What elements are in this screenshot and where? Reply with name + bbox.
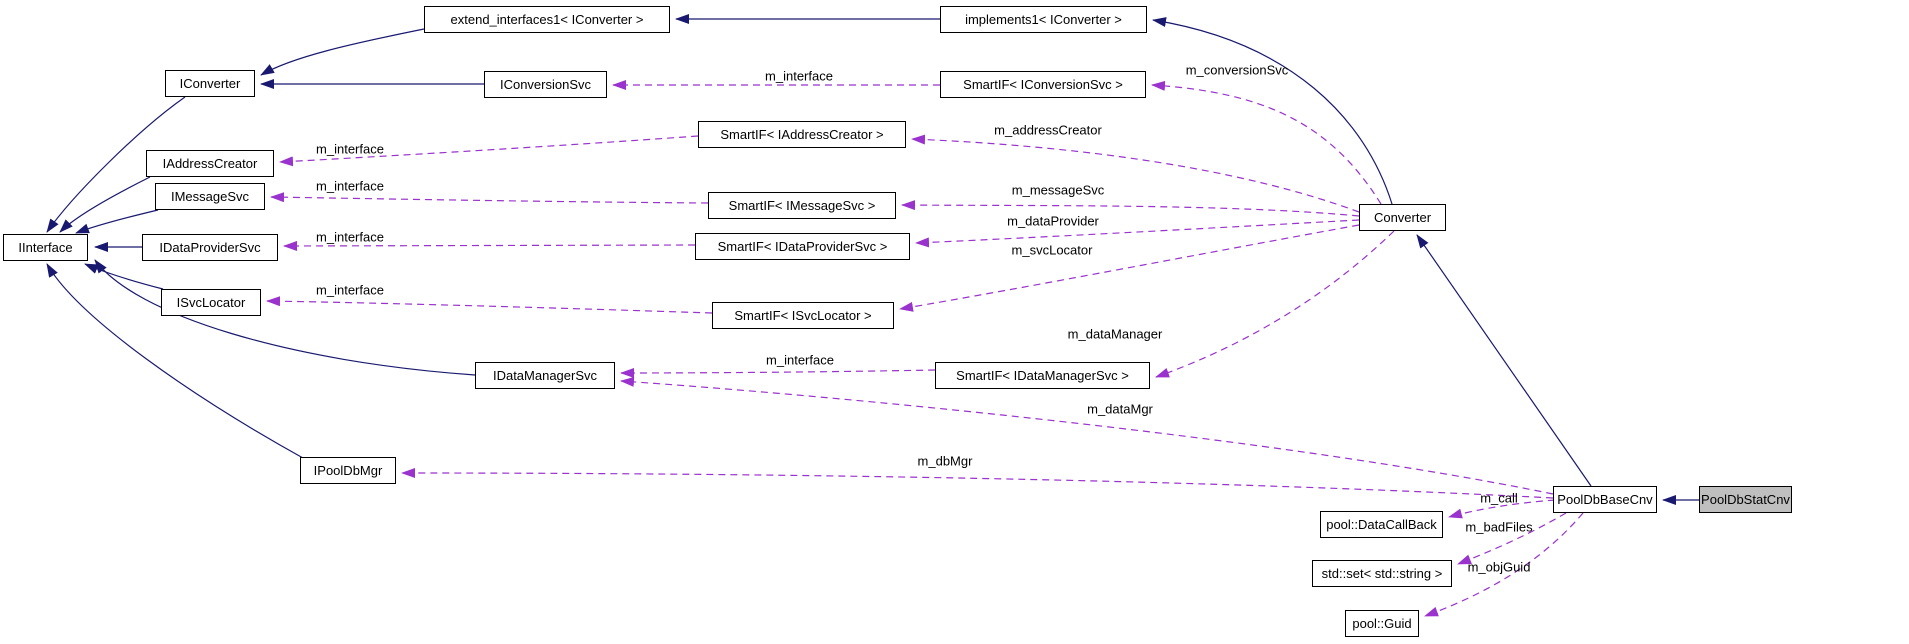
class-node-IPoolDbMgr[interactable]: IPoolDbMgr	[300, 457, 396, 484]
class-node-PoolDbStatCnv-current: PoolDbStatCnv	[1699, 486, 1792, 513]
edge-label-m_call-PoolDbBaseCnv: m_call	[1480, 490, 1518, 506]
edge-inheritance-IDataManagerSvc-to-IInterface	[94, 259, 476, 376]
class-node-SmartIF_IConversionSvc[interactable]: SmartIF< IConversionSvc >	[940, 71, 1146, 98]
edge-label-m_dbMgr-PoolDbBaseCnv: m_dbMgr	[917, 453, 973, 469]
edge-usage-Converter-to-SmartIF_ISvcLocator	[899, 224, 1360, 312]
edge-label-m_objGuid-PoolDbBaseCnv: m_objGuid	[1467, 559, 1531, 575]
edge-label-m_interface-SmartIF_IConversionSvc: m_interface	[765, 68, 833, 84]
edge-usage-PoolDbBaseCnv-to-pool_Guid	[1424, 512, 1584, 617]
edge-label-m_badFiles-PoolDbBaseCnv: m_badFiles	[1465, 519, 1533, 535]
edge-usage-PoolDbBaseCnv-to-IPoolDbMgr	[401, 468, 1554, 499]
edge-label-m_messageSvc-Converter: m_messageSvc	[1011, 182, 1105, 198]
edge-inheritance-Converter-to-implements1	[1152, 17, 1393, 205]
edge-label-m_addressCreator-Converter: m_addressCreator	[994, 122, 1102, 138]
edge-usage-SmartIF_IMessageSvc-to-IMessageSvc	[270, 192, 709, 204]
class-node-extend_interfaces1[interactable]: extend_interfaces1< IConverter >	[424, 6, 670, 33]
edge-usage-Converter-to-SmartIF_IConversionSvc	[1151, 80, 1382, 205]
edge-usage-SmartIF_IDataProviderSvc-to-IDataProviderSvc	[283, 240, 696, 251]
class-node-Converter[interactable]: Converter	[1359, 204, 1446, 231]
edge-usage-SmartIF_ISvcLocator-to-ISvcLocator	[266, 296, 713, 314]
class-node-PoolDbBaseCnv[interactable]: PoolDbBaseCnv	[1553, 486, 1657, 513]
class-node-pool_Guid[interactable]: pool::Guid	[1345, 610, 1419, 637]
class-node-implements1[interactable]: implements1< IConverter >	[940, 6, 1147, 33]
class-node-IInterface[interactable]: IInterface	[3, 234, 88, 261]
edge-usage-Converter-to-SmartIF_IMessageSvc	[901, 200, 1360, 217]
edge-label-m_interface-SmartIF_ISvcLocator: m_interface	[316, 282, 384, 298]
edge-label-m_interface-SmartIF_IDataProviderSvc: m_interface	[316, 229, 384, 245]
edge-inheritance-PoolDbBaseCnv-to-Converter	[1416, 234, 1592, 487]
edge-inheritance-IConverter-to-IInterface	[46, 96, 186, 233]
edge-label-m_interface-SmartIF_IMessageSvc: m_interface	[316, 178, 384, 194]
class-node-IAddressCreator[interactable]: IAddressCreator	[146, 150, 274, 177]
edge-inheritance-ISvcLocator-to-IInterface	[84, 263, 164, 290]
edge-inheritance-extend_interfaces1-to-IConverter	[260, 28, 425, 76]
edge-usage-Converter-to-SmartIF_IDataProviderSvc	[915, 219, 1360, 248]
edge-usage-PoolDbBaseCnv-to-pool_DataCallBack	[1448, 499, 1556, 519]
edge-usage-Converter-to-SmartIF_IDataManagerSvc	[1155, 230, 1395, 378]
edge-inheritance-IMessageSvc-to-IInterface	[75, 209, 159, 234]
class-node-std_set_string[interactable]: std::set< std::string >	[1312, 560, 1452, 587]
edge-label-m_svcLocator-Converter: m_svcLocator	[1011, 242, 1093, 258]
edge-label-m_conversionSvc-Converter: m_conversionSvc	[1185, 62, 1289, 78]
edge-label-m_dataManager-Converter: m_dataManager	[1067, 326, 1163, 342]
class-node-pool_DataCallBack[interactable]: pool::DataCallBack	[1320, 511, 1443, 538]
class-node-ISvcLocator[interactable]: ISvcLocator	[161, 289, 261, 316]
edge-inheritance-IAddressCreator-to-IInterface	[59, 176, 151, 233]
edge-label-m_interface-SmartIF_IAddressCreator: m_interface	[316, 141, 384, 157]
edge-usage-SmartIF_IAddressCreator-to-IAddressCreator	[279, 135, 699, 167]
edge-usage-PoolDbBaseCnv-to-IDataManagerSvc	[620, 376, 1554, 495]
edge-group	[46, 14, 1699, 617]
class-node-SmartIF_IDataManagerSvc[interactable]: SmartIF< IDataManagerSvc >	[935, 362, 1150, 389]
edge-usage-Converter-to-SmartIF_IAddressCreator	[911, 134, 1360, 213]
edge-label-m_dataProvider-Converter: m_dataProvider	[1007, 213, 1099, 229]
class-node-IDataProviderSvc[interactable]: IDataProviderSvc	[142, 234, 278, 261]
class-node-SmartIF_IDataProviderSvc[interactable]: SmartIF< IDataProviderSvc >	[695, 233, 910, 260]
edge-label-m_interface-SmartIF_IDataManagerSvc: m_interface	[766, 352, 834, 368]
class-node-IConversionSvc[interactable]: IConversionSvc	[484, 71, 607, 98]
class-node-IConverter[interactable]: IConverter	[165, 70, 255, 97]
edge-inheritance-IPoolDbMgr-to-IInterface	[46, 263, 304, 459]
edge-usage-PoolDbBaseCnv-to-std_set_string	[1457, 512, 1567, 565]
class-node-IDataManagerSvc[interactable]: IDataManagerSvc	[475, 362, 615, 389]
edge-label-m_dataMgr-PoolDbBaseCnv: m_dataMgr	[1087, 401, 1153, 417]
class-node-IMessageSvc[interactable]: IMessageSvc	[155, 183, 265, 210]
class-node-SmartIF_ISvcLocator[interactable]: SmartIF< ISvcLocator >	[712, 302, 894, 329]
class-node-SmartIF_IAddressCreator[interactable]: SmartIF< IAddressCreator >	[698, 121, 906, 148]
class-node-SmartIF_IMessageSvc[interactable]: SmartIF< IMessageSvc >	[708, 192, 896, 219]
edge-usage-SmartIF_IDataManagerSvc-to-IDataManagerSvc	[620, 367, 936, 378]
